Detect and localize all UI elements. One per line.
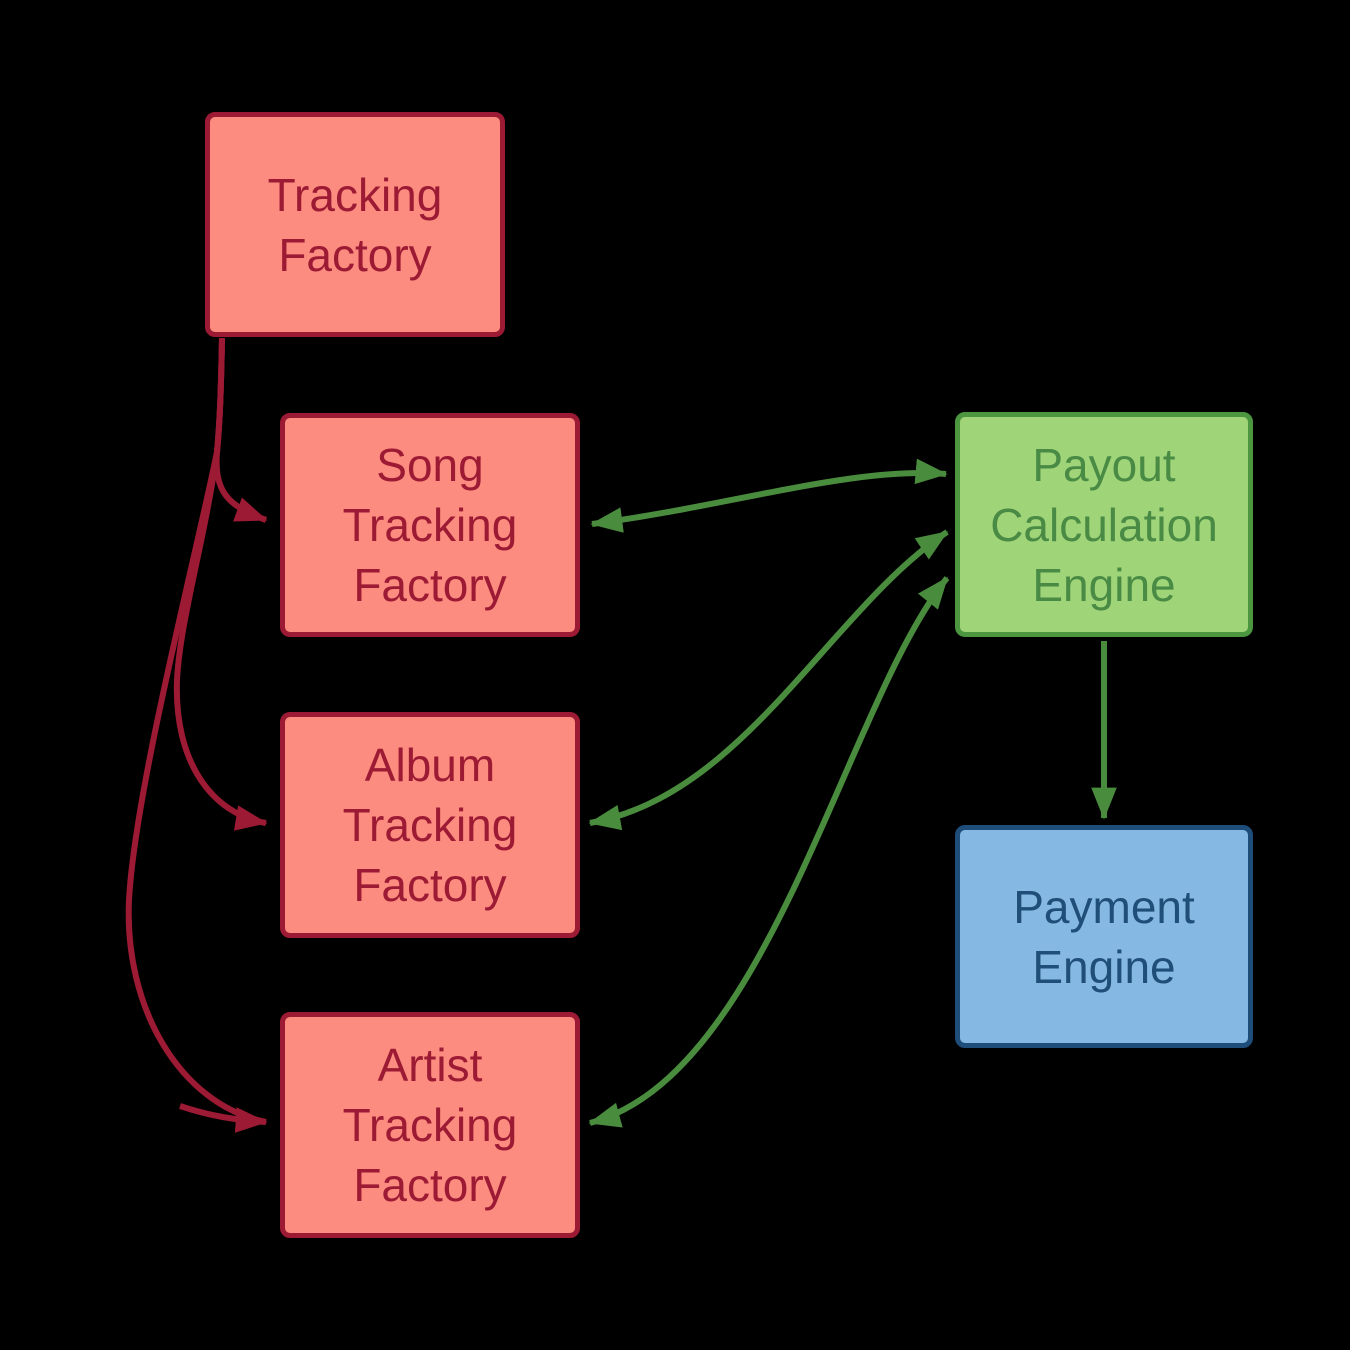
edge-tracking-to-artist-arrow	[125, 337, 267, 1125]
node-song-tracking-factory: Song Tracking Factory	[280, 413, 580, 637]
node-payout-calculation-engine-label: Payout Calculation Engine	[990, 438, 1218, 611]
node-album-tracking-factory: Album Tracking Factory	[280, 712, 580, 938]
node-tracking-factory-label: Tracking Factory	[267, 168, 443, 281]
edge-song-payout-bidirectional-arrow	[590, 458, 948, 533]
edge-tracking-to-artist-arrowhead-fix	[179, 1103, 268, 1133]
node-payment-engine-label: Payment Engine	[1013, 880, 1195, 993]
node-tracking-factory: Tracking Factory	[205, 112, 505, 337]
edge-album-payout-bidirectional-arrow	[588, 529, 949, 831]
node-payout-calculation-engine: Payout Calculation Engine	[955, 412, 1253, 637]
node-artist-tracking-factory-label: Artist Tracking Factory	[342, 1039, 518, 1211]
edge-artist-payout-bidirectional-arrow	[588, 576, 950, 1128]
node-payment-engine: Payment Engine	[955, 825, 1253, 1048]
node-artist-tracking-factory: Artist Tracking Factory	[280, 1012, 580, 1238]
node-album-tracking-factory-label: Album Tracking Factory	[342, 739, 518, 911]
node-song-tracking-factory-label: Song Tracking Factory	[342, 439, 518, 611]
